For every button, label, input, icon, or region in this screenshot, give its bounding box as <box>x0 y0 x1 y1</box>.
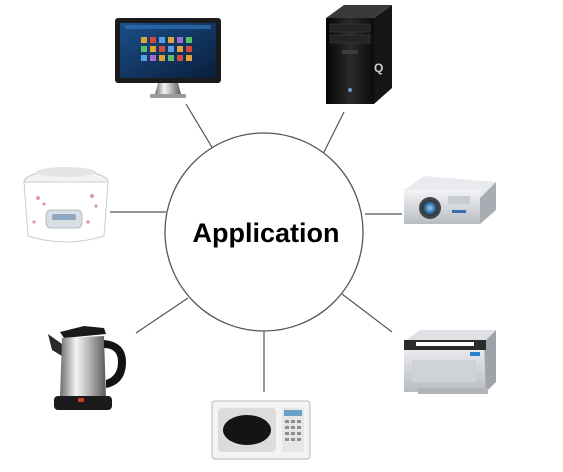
spoke-desktop-tower <box>321 111 345 157</box>
rice-cooker-icon <box>23 167 109 243</box>
connector-lines <box>110 103 402 392</box>
desktop-tower-icon: Q <box>326 5 392 104</box>
center-label: Application <box>193 218 340 248</box>
tower-brand-mark: Q <box>374 61 383 75</box>
spoke-monitor <box>185 103 217 155</box>
microwave-icon <box>211 400 311 460</box>
center-circle <box>164 132 364 332</box>
printer-icon <box>404 330 496 394</box>
spoke-printer <box>341 293 393 333</box>
monitor-icon <box>115 18 221 98</box>
kettle-icon <box>48 326 126 410</box>
spoke-kettle <box>135 297 189 334</box>
projector-icon <box>404 176 496 224</box>
